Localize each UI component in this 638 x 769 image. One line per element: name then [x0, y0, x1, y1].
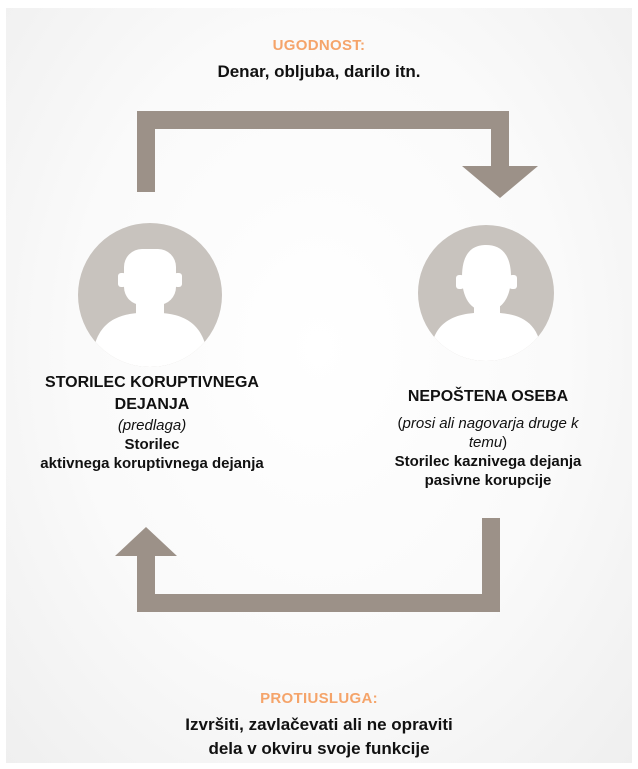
passive-offender-line-2: pasivne korupcije	[424, 472, 552, 489]
person-icon	[418, 225, 554, 361]
passive-offender-block: NEPOŠTENA OSEBA (prosi ali nagovarja dru…	[360, 386, 616, 490]
diagram-background	[6, 8, 632, 763]
passive-offender-title: NEPOŠTENA OSEBA	[407, 388, 569, 405]
benefit-text: Denar, obljuba, darilo itn.	[217, 62, 421, 81]
counterservice-line-1: Izvršiti, zavlačevati ali ne opraviti	[185, 715, 453, 734]
person-icon	[78, 223, 222, 367]
bottom-arrow	[137, 518, 500, 612]
counterservice-line-2: dela v okviru svoje funkcije	[208, 739, 430, 758]
passive-offender-line-1: Storilec kaznivega dejanja	[394, 453, 582, 470]
counterservice-heading: PROTIUSLUGA:	[260, 690, 378, 707]
passive-offender-role-1: (prosi ali nagovarja druge k	[360, 414, 616, 433]
paren-open: (	[397, 415, 403, 432]
active-offender-line-1: Storilec	[124, 436, 180, 453]
benefit-heading: UGODNOST:	[272, 37, 366, 54]
top-arrow-head	[462, 166, 538, 198]
paren-close: )	[502, 434, 508, 451]
active-offender-role: (predlaga)	[117, 417, 187, 434]
top-arrow	[137, 111, 509, 192]
passive-offender-role-text-2: temu	[468, 434, 503, 451]
active-offender-block: STORILEC KORUPTIVNEGA DEJANJA (predlaga)…	[20, 372, 284, 473]
passive-offender-role-2: temu)	[360, 433, 616, 452]
active-offender-title-2: DEJANJA	[114, 396, 190, 413]
active-offender-line-2: aktivnega koruptivnega dejanja	[40, 455, 264, 472]
bottom-arrow-head	[115, 527, 177, 556]
passive-offender-role-text-1: prosi ali nagovarja druge k	[402, 415, 579, 432]
active-offender-title-1: STORILEC KORUPTIVNEGA	[45, 374, 259, 391]
